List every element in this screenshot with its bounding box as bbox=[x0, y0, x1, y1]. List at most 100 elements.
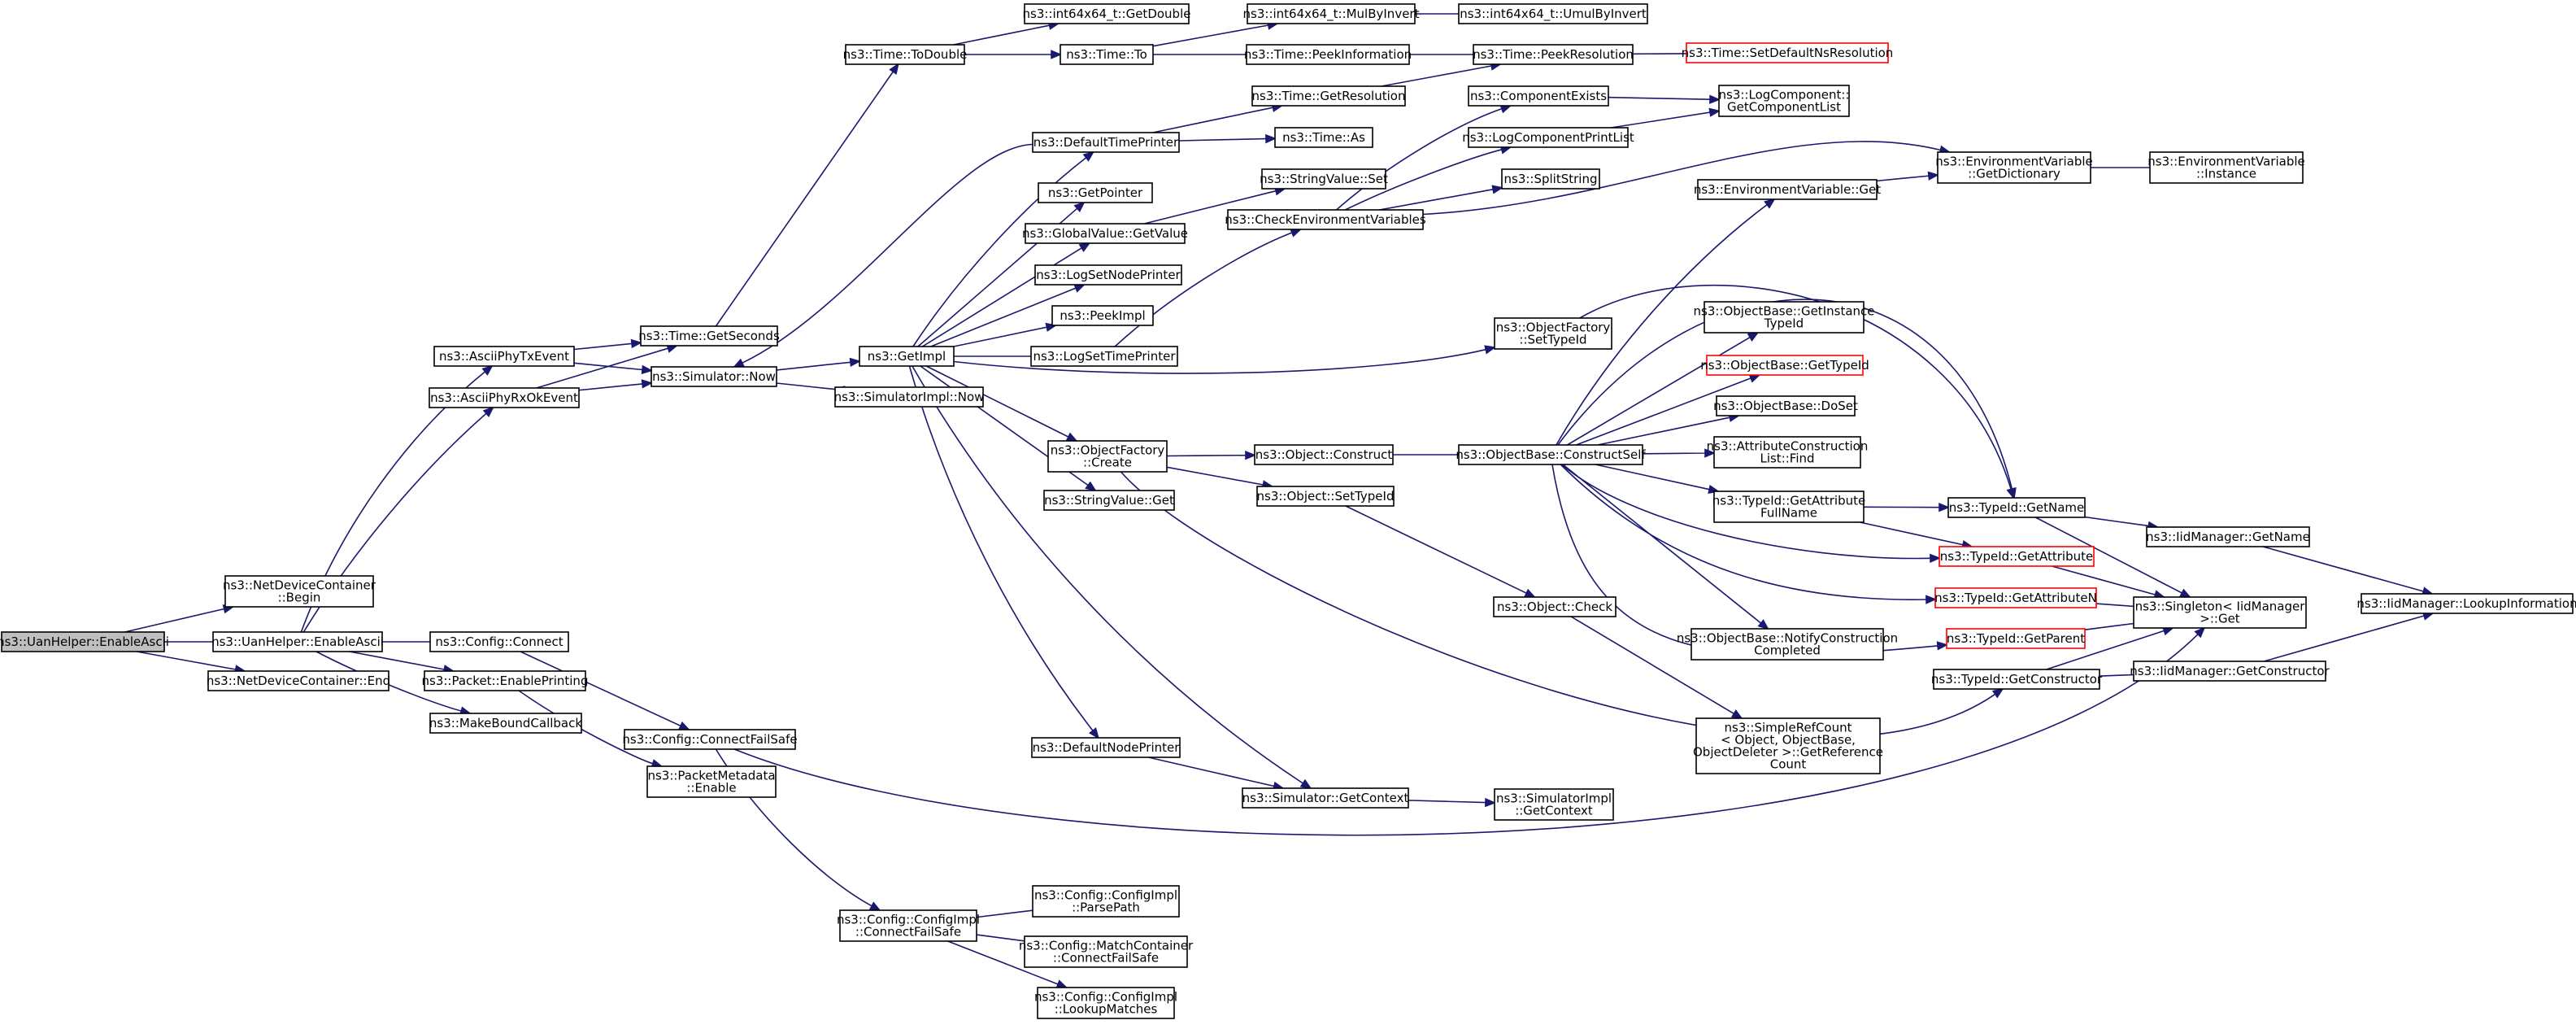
node-box bbox=[1246, 44, 1410, 65]
node-envvar_getdictionary[interactable]: ns3::EnvironmentVariable::GetDictionary bbox=[1935, 151, 2093, 184]
node-globalvalue_getvalue[interactable]: ns3::GlobalValue::GetValue bbox=[1022, 223, 1188, 244]
node-netdev_begin[interactable]: ns3::NetDeviceContainer::Begin bbox=[223, 575, 376, 608]
node-time_todouble[interactable]: ns3::Time::ToDouble bbox=[843, 44, 968, 65]
node-defaulttimeprinter[interactable]: ns3::DefaultTimePrinter bbox=[1032, 132, 1180, 153]
node-envvar_instance[interactable]: ns3::EnvironmentVariable::Instance bbox=[2147, 151, 2305, 184]
node-time_getresolution[interactable]: ns3::Time::GetResolution bbox=[1251, 85, 1406, 107]
node-matchcontainer_connectfailsafe[interactable]: ns3::Config::MatchContainer::ConnectFail… bbox=[1019, 935, 1194, 968]
node-checkenvvars[interactable]: ns3::CheckEnvironmentVariables bbox=[1225, 209, 1426, 230]
node-stringvalue_get[interactable]: ns3::StringValue::Get bbox=[1043, 490, 1175, 511]
node-asciiphytx[interactable]: ns3::AsciiPhyTxEvent bbox=[433, 346, 575, 367]
node-label: ns3::GetPointer bbox=[1048, 185, 1143, 200]
node-object_check[interactable]: ns3::Object::Check bbox=[1493, 596, 1617, 617]
node-configimpl_lookupmatches[interactable]: ns3::Config::ConfigImpl::LookupMatches bbox=[1034, 987, 1177, 1019]
node-config_connectfailsafe[interactable]: ns3::Config::ConnectFailSafe bbox=[622, 729, 798, 750]
node-box bbox=[1024, 935, 1188, 968]
node-packetmetadata_enable[interactable]: ns3::PacketMetadata::Enable bbox=[646, 765, 777, 798]
node-packet_enableprinting[interactable]: ns3::Packet::EnablePrinting bbox=[422, 670, 589, 691]
node-objectbase_gettypeid[interactable]: ns3::ObjectBase::GetTypeId bbox=[1700, 355, 1869, 376]
node-typeid_getattribute[interactable]: ns3::TypeId::GetAttribute bbox=[1939, 546, 2095, 567]
node-config_connect[interactable]: ns3::Config::Connect bbox=[429, 631, 569, 652]
node-iidmanager_getname[interactable]: ns3::IidManager::GetName bbox=[2146, 526, 2310, 547]
node-time_getseconds[interactable]: ns3::Time::GetSeconds bbox=[638, 325, 780, 347]
node-typeid_getname[interactable]: ns3::TypeId::GetName bbox=[1947, 497, 2086, 518]
node-defaultnodeprinter[interactable]: ns3::DefaultNodePrinter bbox=[1031, 737, 1181, 758]
node-box bbox=[1060, 44, 1154, 65]
edge-objectfactory_create-to-object_construct bbox=[1166, 451, 1257, 460]
node-simulator_now[interactable]: ns3::Simulator::Now bbox=[651, 366, 777, 387]
node-int64_mulbyinvert[interactable]: ns3::int64x64_t::MulByInvert bbox=[1243, 3, 1420, 24]
node-object_settypeid[interactable]: ns3::Object::SetTypeId bbox=[1256, 486, 1395, 507]
node-label: >::Get bbox=[2200, 612, 2240, 626]
node-peekimpl[interactable]: ns3::PeekImpl bbox=[1051, 305, 1154, 326]
node-time_peekresolution[interactable]: ns3::Time::PeekResolution bbox=[1473, 44, 1634, 65]
node-label: ns3::IidManager::GetName bbox=[2146, 530, 2310, 544]
node-configimpl_connectfailsafe[interactable]: ns3::Config::ConfigImpl::ConnectFailSafe bbox=[837, 909, 980, 942]
node-logcomponentprintlist[interactable]: ns3::LogComponentPrintList bbox=[1462, 127, 1634, 148]
node-box bbox=[1494, 788, 1614, 821]
node-objectbase_notifyconstructioncompleted[interactable]: ns3::ObjectBase::NotifyConstructionCompl… bbox=[1677, 628, 1898, 661]
node-label: ns3::DefaultNodePrinter bbox=[1033, 740, 1181, 755]
node-box bbox=[1256, 486, 1395, 507]
node-logsettimeprinter[interactable]: ns3::LogSetTimePrinter bbox=[1030, 346, 1178, 367]
node-label: ns3::EnvironmentVariable bbox=[2147, 155, 2304, 169]
node-iidmanager_getconstructor[interactable]: ns3::IidManager::GetConstructor bbox=[2130, 661, 2330, 682]
node-iidmanager_lookupinformation[interactable]: ns3::IidManager::LookupInformation bbox=[2356, 593, 2576, 614]
edge-getimpl-to-objectfactory_settypeid bbox=[953, 345, 1497, 374]
node-envvar_get[interactable]: ns3::EnvironmentVariable::Get bbox=[1694, 179, 1881, 200]
node-time_peekinformation[interactable]: ns3::Time::PeekInformation bbox=[1244, 44, 1412, 65]
node-simulatorimpl_now[interactable]: ns3::SimulatorImpl::Now bbox=[834, 386, 985, 408]
node-label: ns3::Singleton< IidManager bbox=[2135, 600, 2306, 614]
node-getpointer[interactable]: ns3::GetPointer bbox=[1038, 182, 1153, 203]
node-objectfactory_settypeid[interactable]: ns3::ObjectFactory::SetTypeId bbox=[1494, 317, 1612, 350]
node-asciiphyrx[interactable]: ns3::AsciiPhyRxOkEvent bbox=[429, 387, 580, 408]
node-box bbox=[1038, 182, 1153, 203]
node-box bbox=[1032, 132, 1180, 153]
node-label: ns3::ObjectBase::ConstructSelf bbox=[1456, 447, 1646, 462]
node-simplerefcount_getreferencecount[interactable]: ns3::SimpleRefCount< Object, ObjectBase,… bbox=[1693, 717, 1883, 774]
node-simulatorimpl_getcontext[interactable]: ns3::SimulatorImpl::GetContext bbox=[1494, 788, 1614, 821]
edge-objectbase_constructself-to-attributeconstructionlist_find bbox=[1640, 448, 1717, 458]
node-time_as[interactable]: ns3::Time::As bbox=[1274, 127, 1373, 148]
node-netdev_end[interactable]: ns3::NetDeviceContainer::End bbox=[207, 670, 390, 691]
node-logsetnodeprinter[interactable]: ns3::LogSetNodePrinter bbox=[1034, 264, 1182, 286]
node-makeboundcallback[interactable]: ns3::MakeBoundCallback bbox=[429, 713, 582, 734]
node-time_to[interactable]: ns3::Time::To bbox=[1060, 44, 1154, 65]
node-objectbase_constructself[interactable]: ns3::ObjectBase::ConstructSelf bbox=[1456, 444, 1646, 465]
node-box bbox=[1032, 885, 1180, 918]
node-splitstring[interactable]: ns3::SplitString bbox=[1501, 168, 1600, 190]
node-objectfactory_create[interactable]: ns3::ObjectFactory::Create bbox=[1047, 440, 1168, 473]
node-uanhelper_enableascii[interactable]: ns3::UanHelper::EnableAscii bbox=[0, 631, 169, 652]
node-logcomponent_getcomponentlist[interactable]: ns3::LogComponent::GetComponentList bbox=[1718, 85, 1850, 117]
node-label: ns3::StringValue::Set bbox=[1260, 172, 1388, 186]
node-label: ns3::Time::SetDefaultNsResolution bbox=[1682, 46, 1894, 60]
node-int64_getdouble[interactable]: ns3::int64x64_t::GetDouble bbox=[1023, 3, 1191, 24]
node-int64_umulbyinvert[interactable]: ns3::int64x64_t::UmulByInvert bbox=[1458, 3, 1648, 24]
edge-time_peekinformation-to-time_peekresolution bbox=[1408, 50, 1483, 59]
edge-objectbase_constructself-to-typeid_getattributen bbox=[1560, 464, 1938, 604]
node-stringvalue_set[interactable]: ns3::StringValue::Set bbox=[1260, 168, 1388, 190]
node-label: ::GetDictionary bbox=[1968, 167, 2060, 181]
node-singleton_get[interactable]: ns3::Singleton< IidManager>::Get bbox=[2133, 596, 2307, 629]
node-configimpl_parsepath[interactable]: ns3::Config::ConfigImpl::ParsePath bbox=[1032, 885, 1180, 918]
node-uanhelper_enableascii2[interactable]: ns3::UanHelper::EnableAscii bbox=[211, 631, 384, 652]
edge-simulator_now-to-getimpl bbox=[776, 357, 862, 371]
node-typeid_getattributen[interactable]: ns3::TypeId::GetAttributeN bbox=[1934, 587, 2097, 608]
node-label: ns3::ObjectFactory bbox=[1051, 443, 1165, 458]
node-time_setdefaultnsresolution[interactable]: ns3::Time::SetDefaultNsResolution bbox=[1682, 42, 1894, 63]
node-objectbase_doset[interactable]: ns3::ObjectBase::DoSet bbox=[1713, 395, 1858, 416]
node-componentexists[interactable]: ns3::ComponentExists bbox=[1468, 85, 1609, 107]
node-typeid_getparent[interactable]: ns3::TypeId::GetParent bbox=[1946, 628, 2086, 649]
node-getimpl[interactable]: ns3::GetImpl bbox=[859, 346, 955, 367]
edge-defaulttimeprinter-to-time_as bbox=[1178, 133, 1277, 144]
node-typeid_getconstructor[interactable]: ns3::TypeId::GetConstructor bbox=[1931, 669, 2103, 690]
edge-iidmanager_getname-to-iidmanager_lookupinformation bbox=[2262, 546, 2435, 596]
edge-objectfactory_create-to-object_settypeid bbox=[1166, 466, 1274, 490]
node-object_construct[interactable]: ns3::Object::Construct bbox=[1254, 444, 1394, 465]
node-box bbox=[845, 44, 965, 65]
node-simulator_getcontext[interactable]: ns3::Simulator::GetContext bbox=[1242, 787, 1409, 809]
edge-objectbase_constructself-to-typeid_getattributefullname bbox=[1595, 464, 1721, 494]
